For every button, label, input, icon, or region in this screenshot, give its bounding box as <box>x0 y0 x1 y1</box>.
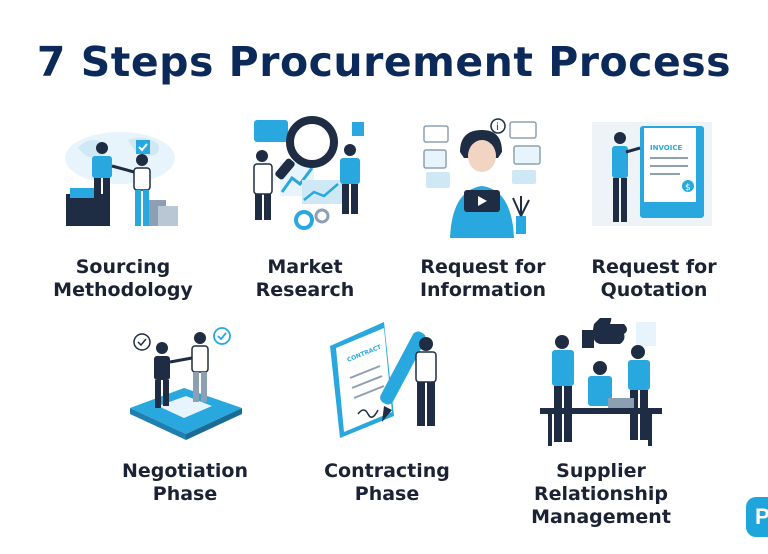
svg-text:$: $ <box>685 183 691 193</box>
step-negotiation-phase: Negotiation Phase <box>120 322 250 505</box>
step-label: Market Research <box>255 256 355 301</box>
step-label: Supplier Relationship Management <box>531 460 671 528</box>
puzzle-handshake-icon <box>130 327 242 440</box>
step-label: Sourcing Methodology <box>53 256 193 301</box>
invoice-document-icon: INVOICE $ <box>592 122 712 226</box>
step-market-research: Market Research <box>240 112 370 301</box>
step-label: Negotiation Phase <box>121 460 249 505</box>
step-label: Request for Information <box>419 256 547 301</box>
step-label: Contracting Phase <box>324 460 450 505</box>
team-desk-thumbs-up-icon <box>540 318 662 446</box>
step-request-for-information: i Request for Information <box>420 112 546 301</box>
brand-logo-icon: P <box>746 497 768 537</box>
page-title: 7 Steps Procurement Process <box>36 38 732 86</box>
magnifier-charts-icon <box>253 116 364 230</box>
business-handshake-globe-icon <box>65 132 178 226</box>
step-sourcing-methodology: Sourcing Methodology <box>53 118 193 301</box>
step-label: Request for Quotation <box>591 256 717 301</box>
step-supplier-relationship-management: Supplier Relationship Management <box>531 318 671 528</box>
step-request-for-quotation: INVOICE $ Request for Quotation <box>591 118 717 301</box>
svg-text:i: i <box>496 122 499 133</box>
person-info-screens-icon: i <box>423 118 541 238</box>
contract-pen-icon: CONTRACT <box>330 322 437 438</box>
svg-text:INVOICE: INVOICE <box>650 144 682 152</box>
step-contracting-phase: CONTRACT Contracting Phase <box>322 318 452 505</box>
